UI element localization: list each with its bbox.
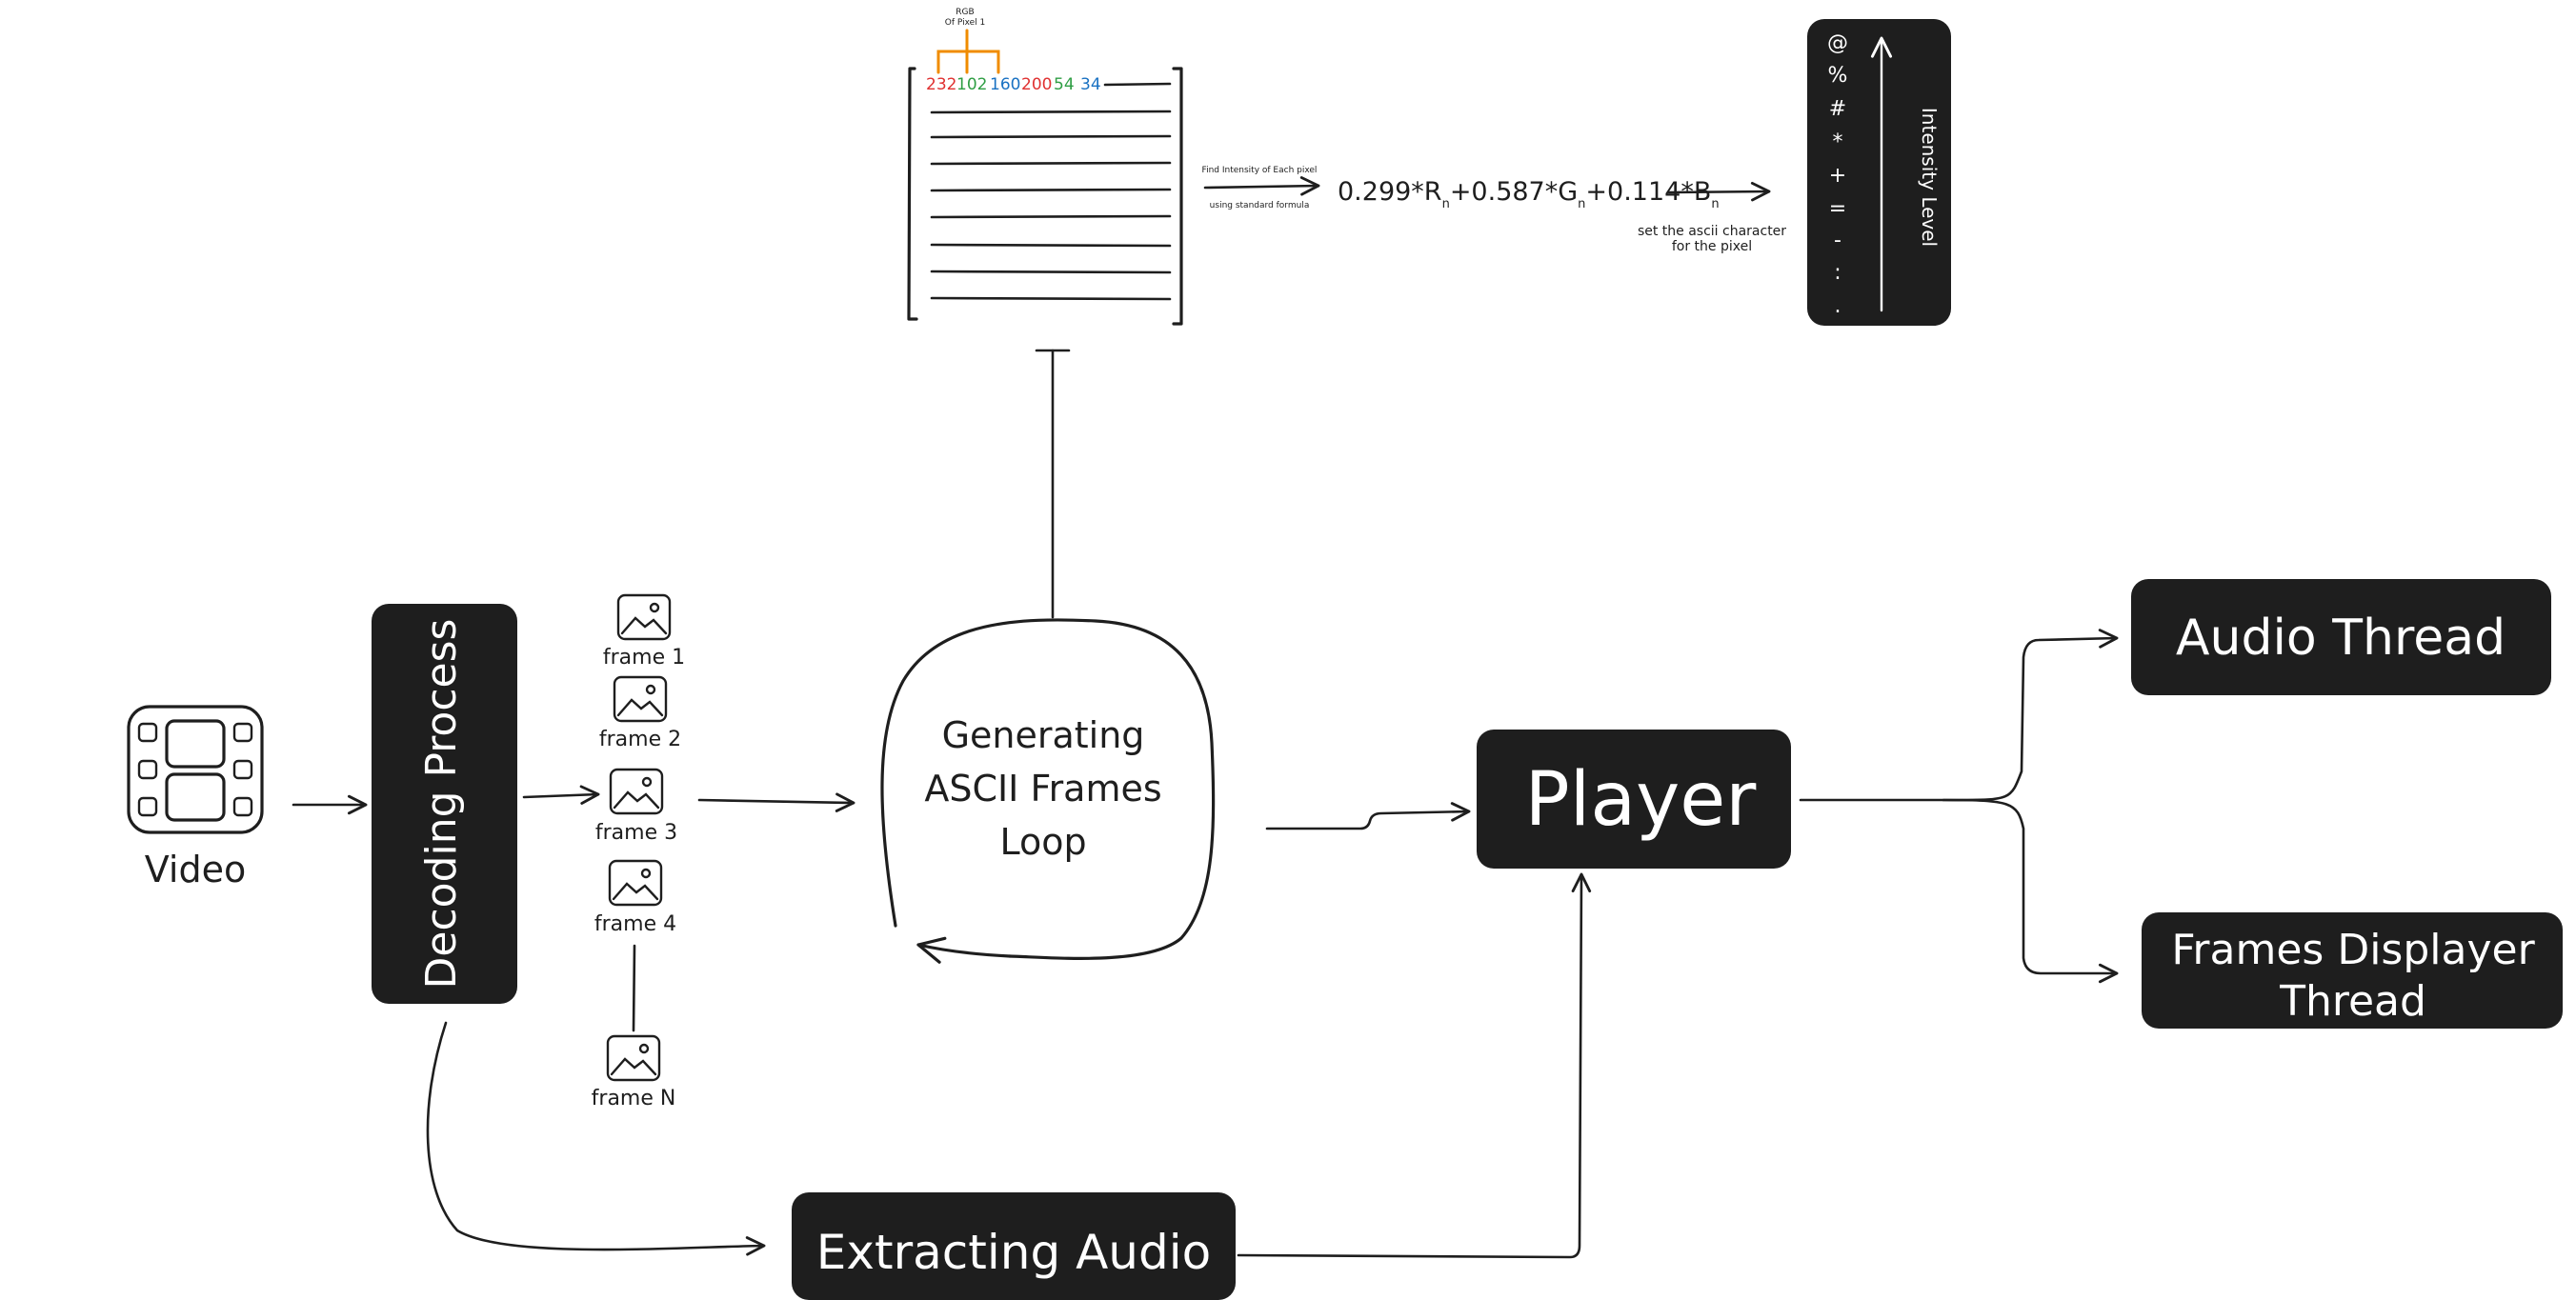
image-icon xyxy=(606,1034,661,1082)
ascii-arrow-caption: set the ascii character xyxy=(1638,224,1786,239)
rgb-value: 200 xyxy=(1021,75,1052,94)
loop-label-line: Generating xyxy=(942,714,1145,756)
extracting-audio-label: Extracting Audio xyxy=(816,1225,1211,1280)
intensity-char: % xyxy=(1828,64,1848,88)
loop-to-player-arrow xyxy=(1265,802,1471,830)
decoding-to-frames-arrow xyxy=(522,785,600,805)
frame-label: frame N xyxy=(592,1087,676,1110)
player-to-threads-connector xyxy=(1799,629,2119,984)
loop-label-line: Loop xyxy=(999,821,1086,863)
loop-label-line: ASCII Frames xyxy=(924,768,1161,810)
intensity-arrow-caption: Find Intensity of Each pixel xyxy=(1202,166,1318,175)
table-row-line xyxy=(930,161,1172,166)
intensity-char: . xyxy=(1835,294,1841,318)
frame-label: frame 3 xyxy=(595,821,677,845)
rgb-value: 34 xyxy=(1080,75,1101,94)
frame-item: frame N xyxy=(592,1034,676,1110)
frames-displayer-label-line: Thread xyxy=(2279,977,2426,1026)
player-label: Player xyxy=(1525,757,1758,843)
rgb-bracket xyxy=(936,29,1000,74)
frame-label: frame 4 xyxy=(594,912,676,936)
frame-item: frame 2 xyxy=(599,675,681,751)
intensity-char: # xyxy=(1829,97,1846,121)
table-row-line xyxy=(930,243,1172,248)
rgb-caption-pixel: Of Pixel 1 xyxy=(945,18,986,28)
image-icon xyxy=(609,768,664,815)
video-film-icon xyxy=(127,705,264,834)
extracting-audio-box: Extracting Audio xyxy=(792,1192,1236,1300)
rgb-value: 102 xyxy=(956,75,987,94)
formula-subscript: n xyxy=(1442,197,1450,211)
frames-displayer-label-line: Frames Displayer xyxy=(2171,926,2535,974)
intensity-arrow-caption-2: using standard formula xyxy=(1210,201,1310,210)
intensity-char: * xyxy=(1833,130,1843,154)
intensity-char: + xyxy=(1829,164,1846,188)
frame-label: frame 1 xyxy=(603,646,685,670)
intensity-char: @ xyxy=(1827,31,1848,55)
image-icon xyxy=(616,593,672,641)
frame-item: frame 3 xyxy=(595,768,677,845)
decoding-process-box: Decoding Process xyxy=(372,604,517,1004)
rgb-caption: RGB xyxy=(956,8,974,17)
rgb-value: 54 xyxy=(1054,75,1075,94)
ascii-arrow-caption-2: for the pixel xyxy=(1672,239,1752,254)
intensity-scale-box: @% # * + = -:. Intensity Level xyxy=(1807,19,1951,326)
frame-label: frame 2 xyxy=(599,728,681,751)
table-row-line xyxy=(930,214,1172,219)
intensity-char: = xyxy=(1829,197,1846,221)
rgb-value: 160 xyxy=(990,75,1020,94)
formula-term: +0.587*G xyxy=(1450,177,1578,207)
formula-subscript: n xyxy=(1578,197,1585,211)
audio-to-player-arrow xyxy=(1237,872,1592,1259)
frame-item: frame 1 xyxy=(603,593,685,670)
image-icon xyxy=(608,859,663,907)
frames-stack: frame 1 frame 2 frame 3 frame 4 frame N xyxy=(592,593,685,1110)
intensity-formula: 0.299*Rn+0.587*Gn+0.114*Bn xyxy=(1338,177,1720,211)
player-box: Player xyxy=(1477,730,1791,869)
table-row-line xyxy=(930,270,1172,274)
audio-thread-box: Audio Thread xyxy=(2131,579,2551,695)
decoding-to-audio-arrow xyxy=(426,1021,766,1256)
table-row-line xyxy=(930,134,1172,139)
intensity-char: : xyxy=(1834,261,1841,285)
decoding-process-label: Decoding Process xyxy=(417,619,466,990)
image-icon xyxy=(613,675,668,723)
intensity-arrow xyxy=(1203,176,1320,196)
formula-subscript: n xyxy=(1711,197,1719,211)
intensity-level-label: Intensity Level xyxy=(1918,108,1941,247)
frame-item: frame 4 xyxy=(594,859,676,936)
intensity-char: - xyxy=(1834,229,1841,252)
rgb-value: 232 xyxy=(926,75,956,94)
video-label: Video xyxy=(145,849,246,890)
frames-to-loop-arrow xyxy=(697,792,855,812)
ascii-arrow xyxy=(1667,181,1771,202)
table-row-line xyxy=(930,110,1172,114)
audio-thread-label: Audio Thread xyxy=(2176,610,2506,667)
formula-term: 0.299*R xyxy=(1338,177,1442,207)
table-row-line xyxy=(930,296,1172,301)
